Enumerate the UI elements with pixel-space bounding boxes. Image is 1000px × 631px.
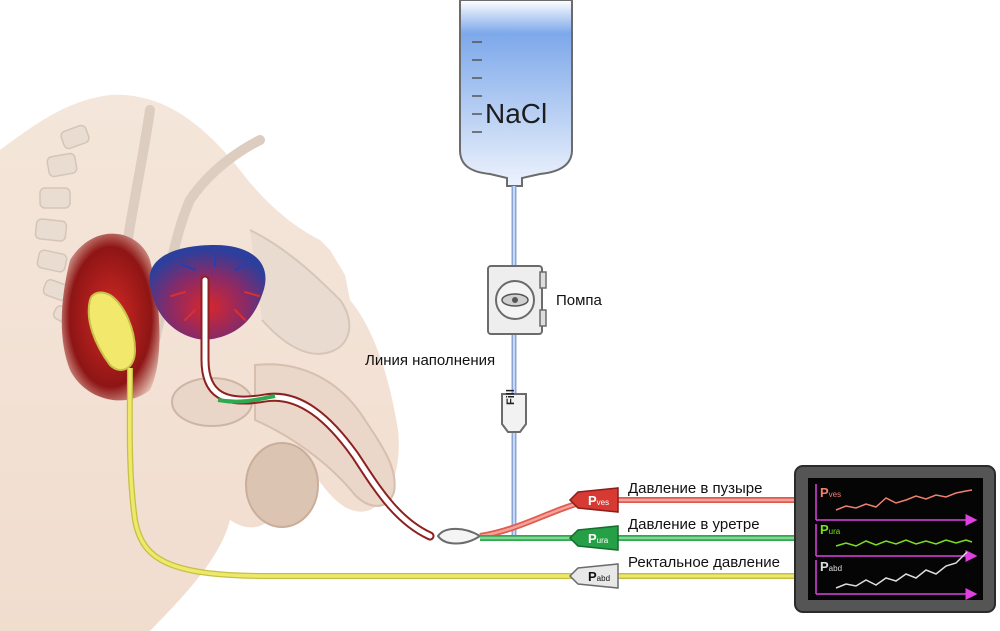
monitor[interactable] (794, 465, 996, 613)
catheter-hub (436, 527, 482, 545)
ves-transducer (568, 487, 619, 513)
monitor-label-ves: Pves (820, 485, 842, 500)
rectal-balloon (87, 291, 137, 371)
rectal-catheter-inner (127, 367, 590, 578)
trace-ves (835, 489, 973, 511)
spine (34, 124, 90, 325)
trace-ura (835, 539, 973, 547)
abd-transducer (568, 563, 619, 589)
pump[interactable] (487, 265, 547, 335)
body-silhouette (0, 94, 399, 631)
fill-line-label: Линия наполнения (365, 352, 496, 369)
testis (245, 442, 319, 528)
bladder-pressure-arrows (170, 253, 260, 321)
fill-connector-label: Fill (505, 389, 517, 405)
bag-label: NaCl (485, 98, 548, 129)
monitor-label-ura: Pura (820, 522, 841, 537)
ves-transducer-symbol: Pves (588, 493, 610, 508)
pelvis-anatomy (0, 94, 399, 631)
urethral-catheter (202, 277, 433, 539)
bag-scale (472, 41, 482, 133)
pubic-bone (249, 229, 351, 355)
ura-transducer (568, 525, 619, 551)
urethra-sensor-segment (217, 394, 276, 404)
monitor-label-abd: Pabd (820, 559, 843, 574)
abd-transducer-symbol: Pabd (588, 569, 611, 584)
trace-abd (835, 551, 968, 589)
ura-channel-label: Давление в уретре (628, 516, 760, 533)
abd-channel-label: Ректальное давление (628, 554, 780, 571)
fill-connector (501, 393, 527, 433)
ves-channel-label: Давление в пузыре (628, 480, 763, 497)
ura-transducer-symbol: Pura (588, 531, 609, 546)
monitor-screen (808, 478, 983, 600)
nacl-bag (459, 0, 573, 187)
pump-label: Помпа (556, 292, 602, 309)
